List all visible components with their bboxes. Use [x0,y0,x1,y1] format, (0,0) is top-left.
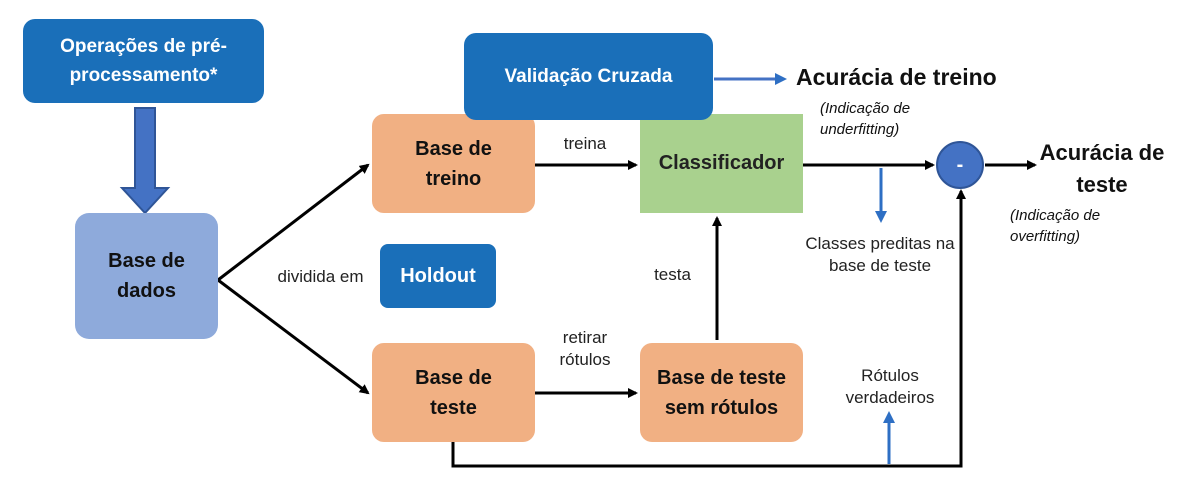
minus-sign: - [956,153,964,176]
test-set-label: Base de teste [415,366,492,419]
minus-circle [936,141,984,189]
arrow-db-to-train [217,163,370,282]
cross-validation-box: Validação Cruzada [464,33,713,120]
test-no-labels-box: Base de teste sem rótulos [640,343,803,442]
split-into-label: dividida em [277,267,364,286]
arrow-db-to-test [217,278,370,395]
test-accuracy-label: Acurácia de teste [1039,140,1165,197]
database-label: Base de dados [108,250,185,302]
train-set-box: Base de treino [372,114,535,213]
holdout-box: Holdout [380,244,496,308]
preprocessing-box: Operações de pré-processamento* [23,19,264,103]
remove-labels-label: retirar rótulos [559,328,611,369]
train-set-label: Base de treino [415,137,492,190]
test-set-box: Base de teste [372,343,535,442]
true-labels-path [451,189,966,468]
underfitting-note: (Indicação de underfitting) [820,100,911,138]
holdout-label: Holdout [400,264,476,287]
overfitting-note: (Indicação de overfitting) [1010,207,1101,245]
predicted-classes-label: Classes preditas na base de teste [805,234,955,275]
trains-label: treina [563,134,607,153]
cross-validation-label: Validação Cruzada [504,65,673,87]
true-labels-label: Rótulos verdadeiros [845,366,935,407]
preprocessing-arrow [119,107,171,215]
train-accuracy-label: Acurácia de treino [796,64,997,90]
database-box: Base de dados [75,213,218,339]
preprocessing-label: Operações de pré-processamento* [60,36,227,86]
classifier-box: Classificador [640,114,803,213]
tests-label: testa [654,265,691,284]
test-no-labels-label: Base de teste sem rótulos [657,366,786,419]
classifier-label: Classificador [658,152,785,174]
